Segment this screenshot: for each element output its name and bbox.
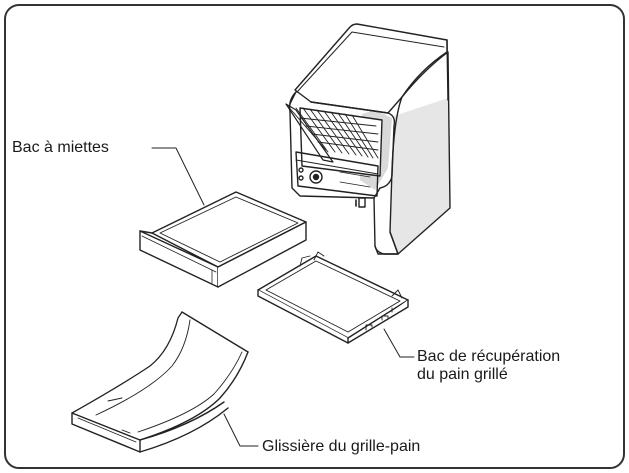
toaster-front-bezel xyxy=(310,101,399,255)
crumb-tray xyxy=(139,191,307,288)
conveyor-grill xyxy=(295,107,379,159)
control-panel xyxy=(295,151,379,197)
label-slide: Glissière du grille-pain xyxy=(262,438,421,455)
label-toast-tray-line1: Bac de récupération xyxy=(417,348,561,365)
diagram-frame xyxy=(4,4,625,469)
toast-retrieval-tray xyxy=(257,251,409,344)
label-crumb-tray: Bac à miettes xyxy=(12,139,109,156)
toaster-top xyxy=(294,23,448,114)
indicator-light xyxy=(298,167,304,173)
leader-toast-tray xyxy=(383,328,415,358)
power-switch xyxy=(358,197,366,208)
speed-knob xyxy=(309,170,323,184)
leader-slide xyxy=(223,413,259,447)
leader-crumb-tray xyxy=(151,147,205,206)
conveyor-toaster xyxy=(285,23,451,255)
loading-rack xyxy=(285,103,334,163)
toast-slide xyxy=(71,311,249,453)
label-toast-tray-line2: du pain grillé xyxy=(417,366,508,383)
